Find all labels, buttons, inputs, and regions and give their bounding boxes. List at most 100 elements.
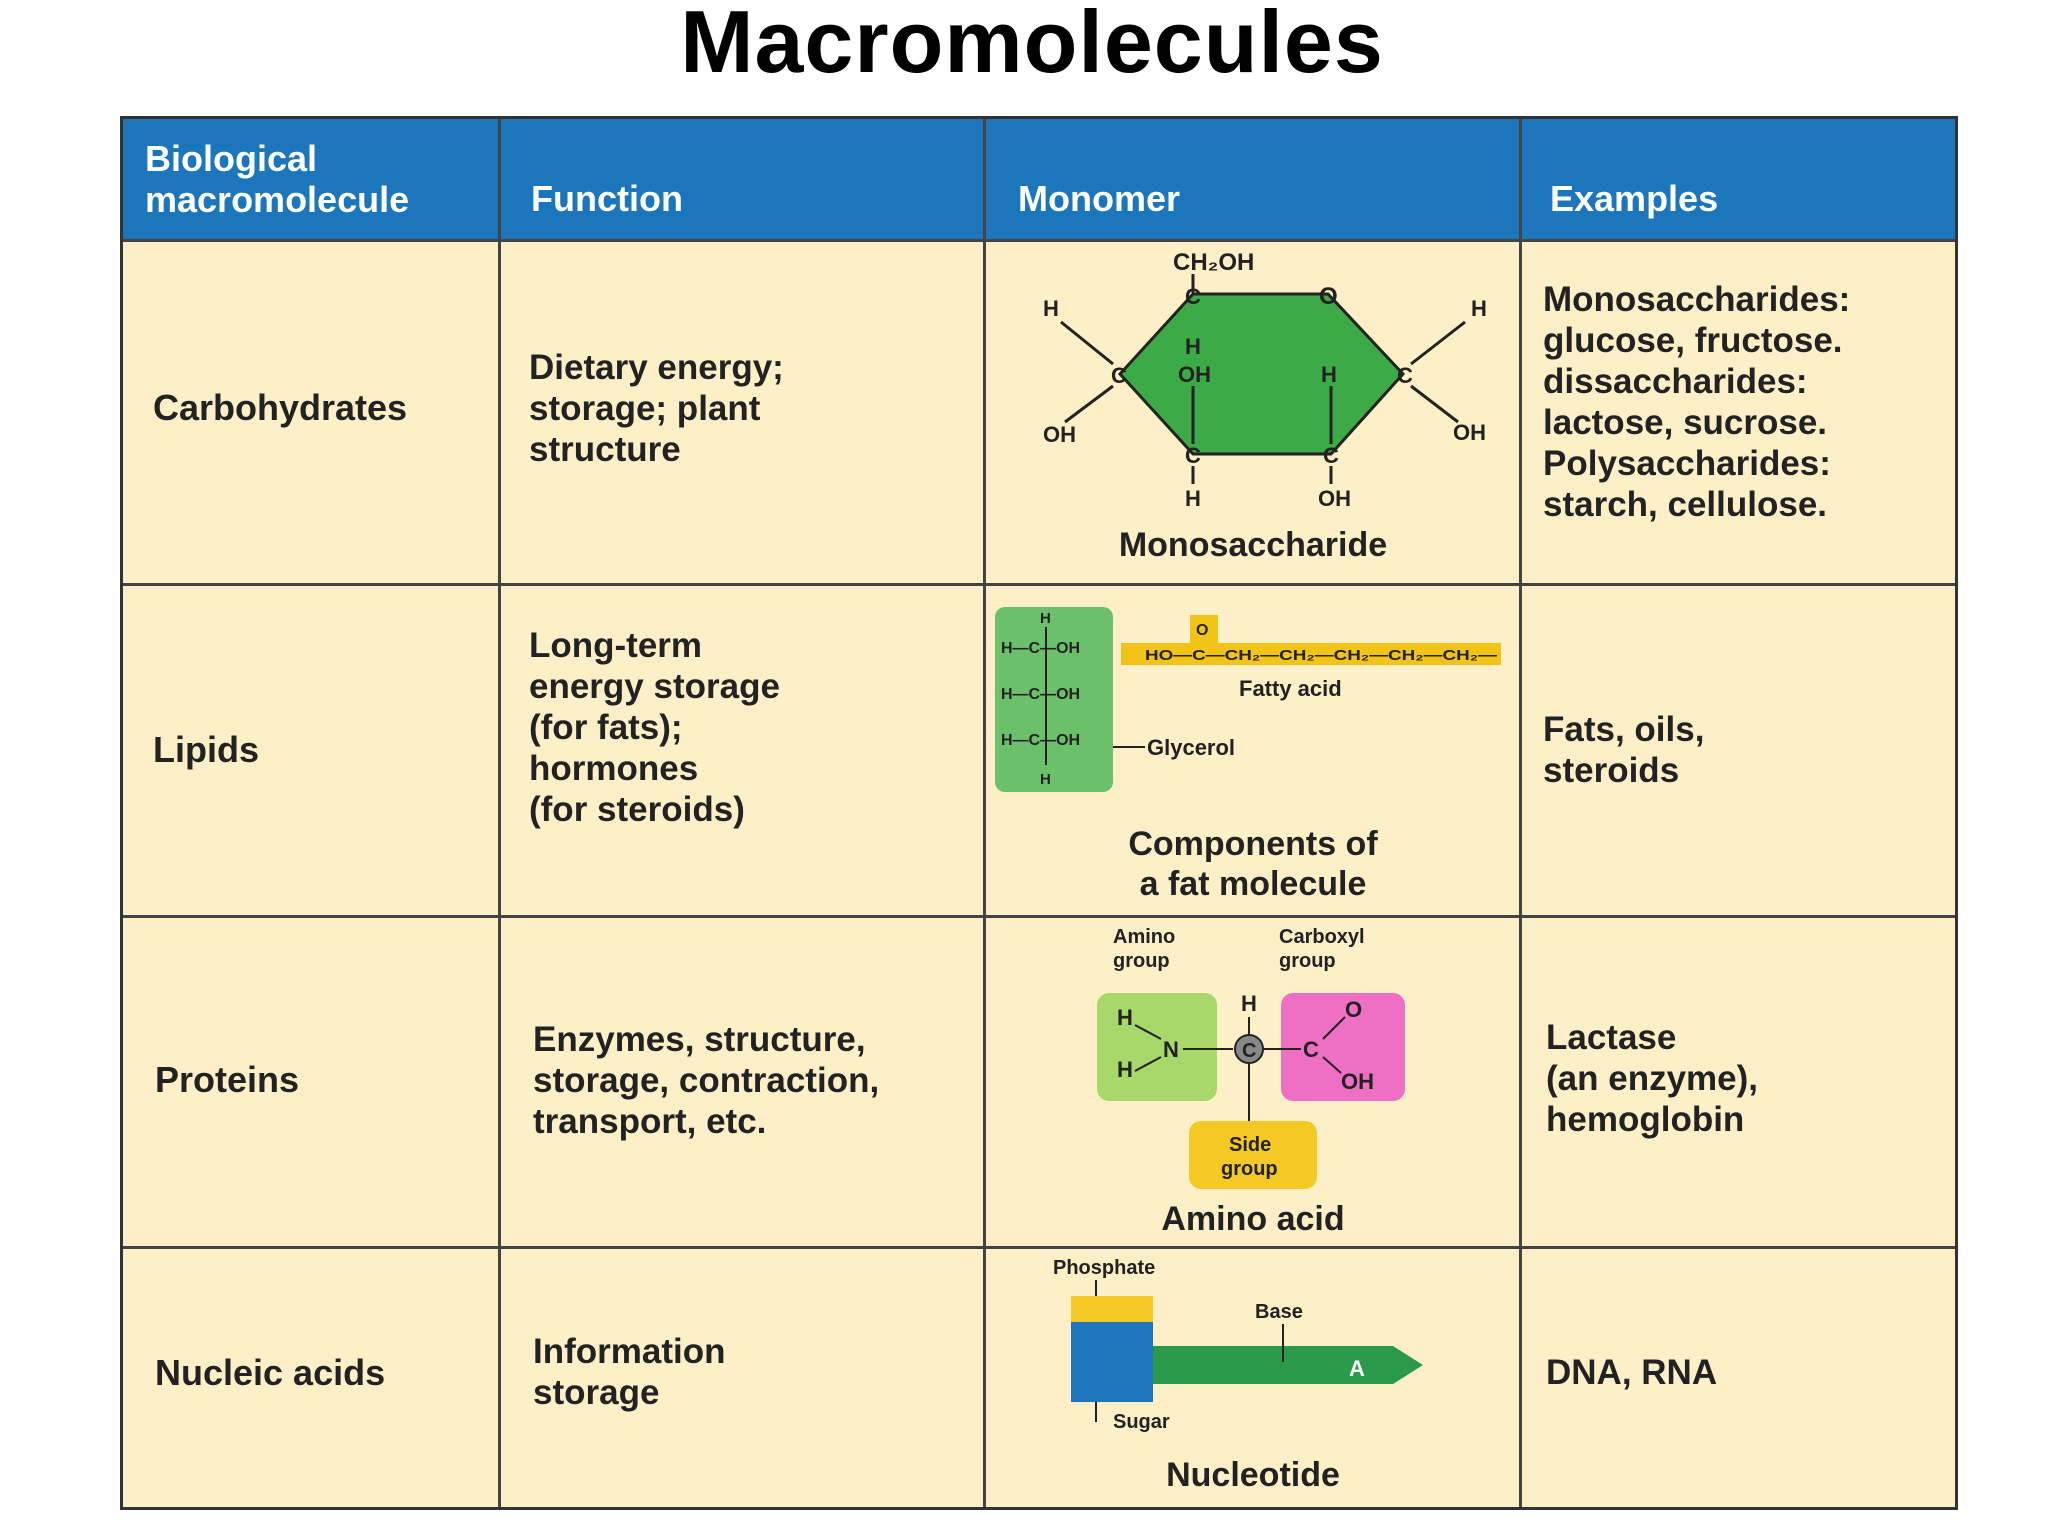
function-line: storage, contraction, [533,1061,880,1100]
function-line: (for fats); [529,708,683,747]
row-examples-proteins: Lactase (an enzyme), hemoglobin [1546,1017,1758,1140]
example-line: Fats, oils, [1543,710,1705,749]
ring-c-label: C [1323,443,1339,468]
monomer-label-line: Components of [1128,825,1378,863]
example-line: DNA, RNA [1546,1353,1718,1392]
h-label: H [1117,1057,1133,1082]
monomer-label-monosaccharide: Monosaccharide [1118,526,1388,564]
oh-label: OH [1318,486,1351,511]
base-label: Base [1255,1301,1303,1323]
carboxyl-group-label: group [1279,950,1336,972]
page-title: Macromolecules [680,0,1384,91]
function-line: structure [529,430,681,469]
side-group-box [1189,1121,1317,1189]
bond [1410,384,1459,424]
ring-o-label: O [1319,283,1338,310]
phosphate-box [1071,1296,1153,1322]
carboxyl-group-label: Carboxyl [1279,926,1365,948]
glycerol-box [995,607,1113,792]
example-line: Monosaccharides: [1543,280,1851,319]
glycerol-label: Glycerol [1147,735,1235,760]
row-function-lipids: Long-term energy storage (for fats); hor… [529,625,780,830]
c-label: C [1242,1040,1256,1062]
amino-group-label: Amino [1113,926,1175,948]
function-line: storage; plant [529,389,761,428]
monomer-label-nucleotide: Nucleotide [1166,1456,1340,1494]
bond [1060,320,1114,366]
sugar-box [1071,1322,1153,1402]
example-line: (an enzyme), [1546,1059,1758,1098]
glycerol-row: H—C—OH [1001,686,1080,703]
row-function-nucleic-acids: Information storage [533,1331,725,1413]
monomer-label-fat: Components of a fat molecule [1003,824,1503,904]
row-divider [123,583,1955,586]
carboxyl-group-box [1281,993,1405,1101]
row-examples-carbohydrates: Monosaccharides: glucose, fructose. diss… [1543,279,1850,525]
row-divider [123,239,1955,242]
row-divider [123,915,1955,918]
header-function: Function [531,178,683,219]
example-line: dissaccharides: [1543,362,1808,401]
o-label: O [1196,622,1208,639]
bond [1410,320,1466,366]
header-biological-macromolecule: Biological macromolecule [145,138,410,220]
row-name-proteins: Proteins [155,1059,300,1100]
nucleotide-svg: Phosphate A Base Sugar [1053,1257,1423,1433]
fat-svg: H H—C—OH H—C—OH H—C—OH H O HO—C—CH₂—CH₂—… [995,607,1501,792]
header-examples: Examples [1550,178,1719,219]
function-line: Dietary energy; [529,348,784,387]
ring-c-label: C [1397,363,1413,388]
column-divider [498,119,501,1507]
sugar-label: Sugar [1113,1411,1170,1433]
base-letter: A [1349,1356,1365,1381]
bond [1322,1056,1342,1074]
h-label: H [1040,771,1051,788]
monomer-label-line: a fat molecule [1139,865,1367,903]
macromolecules-table: Biological macromolecule Function Monome… [120,116,1958,1510]
amino-group-label: group [1113,950,1170,972]
amino-svg: Amino group Carboxyl group H H N C H C O… [1097,926,1405,1189]
monomer-label-amino-acid: Amino acid [1161,1200,1345,1238]
fatty-acid-chain: HO—C—CH₂—CH₂—CH₂—CH₂—CH₂— [1145,647,1497,664]
table-header: Biological macromolecule Function Monome… [123,119,1955,239]
n-label: N [1163,1037,1179,1062]
monosaccharide-diagram: CH₂OH C O C C C C H OH H H OH H OH H OH [1003,244,1503,584]
ring-c-label: C [1111,363,1127,388]
oh-label: OH [1453,420,1486,445]
function-line: energy storage [529,667,780,706]
header-monomer: Monomer [1018,178,1180,219]
amino-acid-diagram: Amino group Carboxyl group H H N C H C O… [1083,921,1443,1189]
fat-molecule-diagram: H H—C—OH H—C—OH H—C—OH H O HO—C—CH₂—CH₂—… [995,607,1515,797]
row-function-proteins: Enzymes, structure, storage, contraction… [533,1019,879,1142]
phosphate-label: Phosphate [1053,1257,1155,1279]
base-arrow [1153,1346,1423,1384]
row-name-lipids: Lipids [153,729,259,770]
oh-label: OH [1043,422,1076,447]
example-line: Polysaccharides: [1543,444,1831,483]
h-label: H [1040,610,1051,627]
side-group-label: group [1221,1158,1278,1180]
h-label: H [1117,1005,1133,1030]
example-line: lactose, sucrose. [1543,403,1828,442]
fatty-acid-label: Fatty acid [1239,676,1342,701]
example-line: Lactase [1546,1018,1677,1057]
function-line: (for steroids) [529,790,745,829]
nucleotide-diagram: Phosphate A Base Sugar [1033,1252,1453,1433]
function-line: storage [533,1373,660,1412]
oh-label: OH [1178,362,1211,387]
function-line: Long-term [529,626,703,665]
row-function-carbohydrates: Dietary energy; storage; plant structure [529,347,784,470]
h-label: H [1471,296,1487,321]
function-line: Enzymes, structure, [533,1020,866,1059]
example-line: steroids [1543,751,1680,790]
row-divider [123,1246,1955,1249]
bond [1064,384,1114,424]
h-label: H [1321,362,1337,387]
c-label: C [1303,1037,1319,1062]
amino-group-box [1097,993,1217,1101]
row-examples-lipids: Fats, oils, steroids [1543,709,1704,791]
function-line: hormones [529,749,699,788]
row-name-nucleic-acids: Nucleic acids [155,1352,386,1393]
o-label: O [1345,997,1362,1022]
ring-c-label: C [1185,284,1201,309]
